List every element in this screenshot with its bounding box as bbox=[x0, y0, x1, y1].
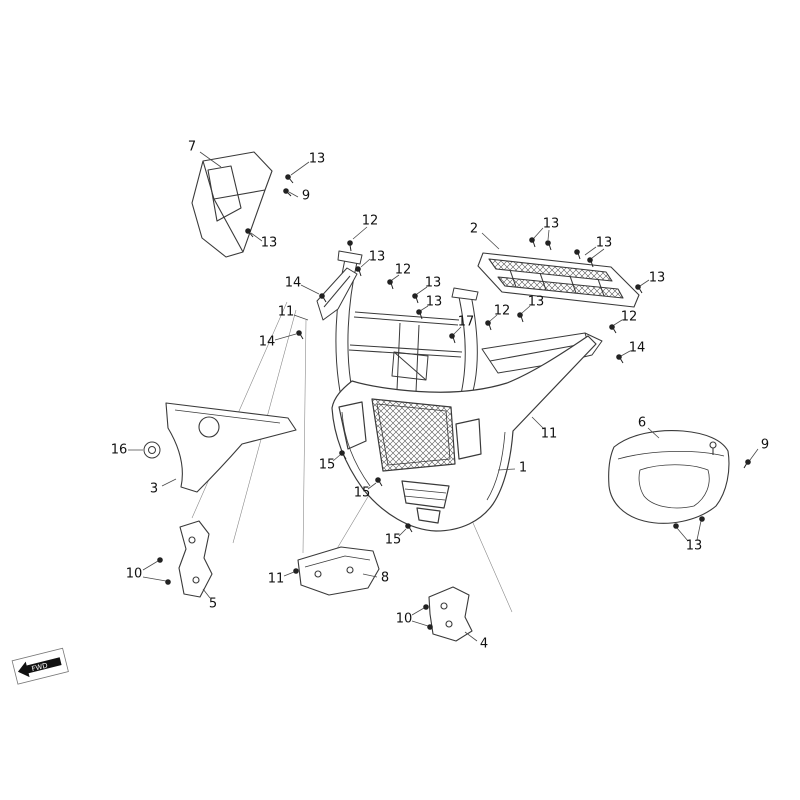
callout-part-15: 15 bbox=[384, 532, 402, 548]
part-16-washer bbox=[143, 441, 161, 459]
callout-part-10: 10 bbox=[395, 611, 413, 627]
callout-part-4: 4 bbox=[479, 636, 489, 652]
callout-part-11: 11 bbox=[540, 426, 558, 442]
callout-part-2: 2 bbox=[469, 221, 479, 237]
callout-part-13: 13 bbox=[425, 294, 443, 310]
part-6-side-panel bbox=[608, 430, 730, 524]
callout-part-15: 15 bbox=[353, 485, 371, 501]
callout-part-14: 14 bbox=[284, 275, 302, 291]
callout-part-13: 13 bbox=[527, 294, 545, 310]
callout-part-8: 8 bbox=[380, 570, 390, 586]
callout-part-13: 13 bbox=[260, 235, 278, 251]
callout-part-14: 14 bbox=[628, 340, 646, 356]
part-2-rack-panel bbox=[477, 252, 640, 308]
callout-part-12: 12 bbox=[493, 303, 511, 319]
callout-part-13: 13 bbox=[685, 538, 703, 554]
callout-part-15: 15 bbox=[318, 457, 336, 473]
part-3-support-arm bbox=[165, 402, 297, 493]
callout-part-11: 11 bbox=[277, 304, 295, 320]
callout-part-10: 10 bbox=[125, 566, 143, 582]
fwd-marker-border bbox=[11, 647, 69, 685]
fwd-marker: FWD bbox=[11, 647, 69, 685]
callout-part-14: 14 bbox=[258, 334, 276, 350]
part-4-bracket bbox=[428, 586, 473, 642]
part-8-bracket bbox=[297, 546, 380, 596]
callout-part-6: 6 bbox=[637, 415, 647, 431]
fwd-label: FWD bbox=[31, 662, 49, 674]
callout-part-13: 13 bbox=[648, 270, 666, 286]
callout-part-16: 16 bbox=[110, 442, 128, 458]
callout-part-13: 13 bbox=[308, 151, 326, 167]
grille bbox=[371, 398, 456, 472]
callout-part-9: 9 bbox=[301, 188, 311, 204]
part-1-front-fascia bbox=[331, 335, 597, 532]
left-wing bbox=[316, 267, 358, 321]
callout-part-12: 12 bbox=[361, 213, 379, 229]
callout-part-11: 11 bbox=[267, 571, 285, 587]
callout-part-12: 12 bbox=[620, 309, 638, 325]
callout-part-3: 3 bbox=[149, 481, 159, 497]
callout-part-5: 5 bbox=[208, 596, 218, 612]
callout-part-13: 13 bbox=[424, 275, 442, 291]
fwd-arrow-icon bbox=[17, 657, 62, 678]
leader-lines bbox=[128, 151, 759, 642]
part-7-duct-bracket bbox=[191, 151, 273, 258]
callout-part-7: 7 bbox=[187, 139, 197, 155]
callout-part-12: 12 bbox=[394, 262, 412, 278]
callout-part-13: 13 bbox=[542, 216, 560, 232]
callout-part-13: 13 bbox=[368, 249, 386, 265]
callout-part-13: 13 bbox=[595, 235, 613, 251]
callout-part-9: 9 bbox=[760, 437, 770, 453]
callout-part-1: 1 bbox=[518, 460, 528, 476]
part-5-bracket bbox=[178, 520, 213, 598]
callout-part-17: 17 bbox=[457, 314, 475, 330]
fasteners bbox=[157, 174, 751, 630]
